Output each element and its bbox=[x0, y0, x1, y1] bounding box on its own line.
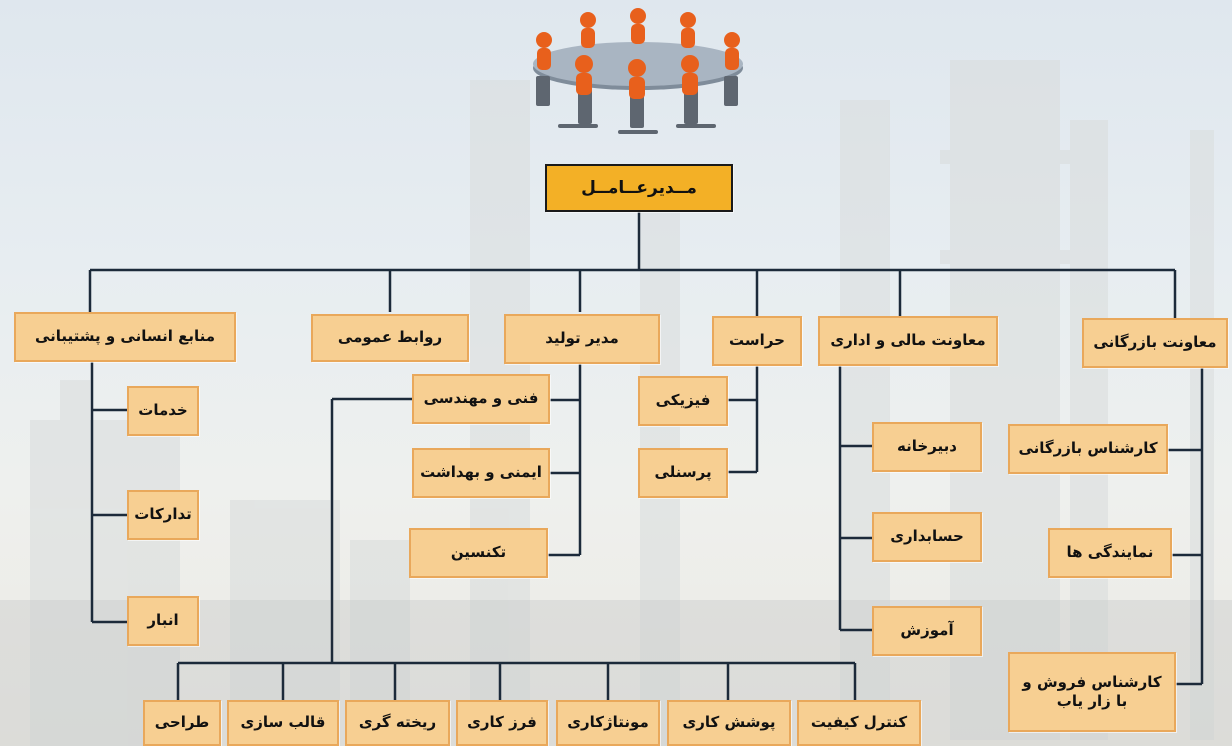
unit-coating[interactable]: پوشش کاری bbox=[667, 700, 791, 746]
unit-casting[interactable]: ریخته گری bbox=[345, 700, 450, 746]
unit-assembly[interactable]: مونتاژکاری bbox=[556, 700, 660, 746]
dept-finance-admin[interactable]: معاونت مالی و اداری bbox=[818, 316, 998, 366]
unit-safety-health[interactable]: ایمنی و بهداشت bbox=[412, 448, 550, 498]
dept-hr-support[interactable]: منابع انسانی و پشتیبانی bbox=[14, 312, 236, 362]
unit-warehouse[interactable]: انبار bbox=[127, 596, 199, 646]
unit-technician[interactable]: تکنسین bbox=[409, 528, 548, 578]
unit-services[interactable]: خدمات bbox=[127, 386, 199, 436]
dept-public-relations[interactable]: روابط عمومی bbox=[311, 314, 469, 362]
unit-personnel[interactable]: پرسنلی bbox=[638, 448, 728, 498]
unit-secretariat[interactable]: دبیرخانه bbox=[872, 422, 982, 472]
dept-commerce[interactable]: معاونت بازرگانی bbox=[1082, 318, 1228, 368]
unit-physical[interactable]: فیزیکی bbox=[638, 376, 728, 426]
unit-mold-making[interactable]: قالب سازی bbox=[227, 700, 339, 746]
unit-milling[interactable]: فرز کاری bbox=[456, 700, 548, 746]
unit-commerce-expert[interactable]: کارشناس بازرگانی bbox=[1008, 424, 1168, 474]
unit-accounting[interactable]: حسابداری bbox=[872, 512, 982, 562]
unit-agencies[interactable]: نمایندگی ها bbox=[1048, 528, 1172, 578]
unit-training[interactable]: آموزش bbox=[872, 606, 982, 656]
unit-engineering[interactable]: فنی و مهندسی bbox=[412, 374, 550, 424]
meeting-table-figures-icon bbox=[533, 8, 743, 134]
dept-security[interactable]: حراست bbox=[712, 316, 802, 366]
unit-procurement[interactable]: تدارکات bbox=[127, 490, 199, 540]
unit-design[interactable]: طراحی bbox=[143, 700, 221, 746]
ceo-box[interactable]: مــدیرعــامــل bbox=[545, 164, 733, 212]
unit-quality-control[interactable]: کنترل کیفیت bbox=[797, 700, 921, 746]
unit-sales-marketer[interactable]: کارشناس فروش و با زار یاب bbox=[1008, 652, 1176, 732]
dept-production-manager[interactable]: مدیر تولید bbox=[504, 314, 660, 364]
